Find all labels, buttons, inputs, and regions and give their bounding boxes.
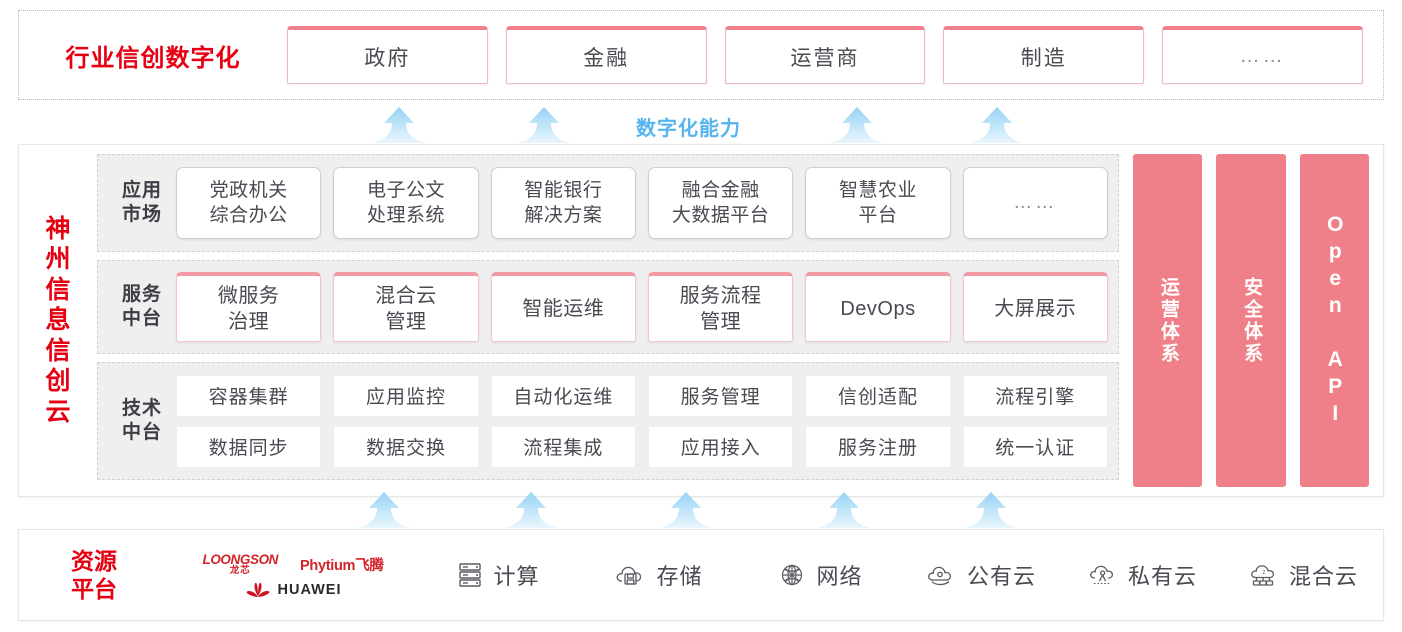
resource-arrow-row [0, 489, 1402, 529]
industry-box-more[interactable]: …… [1162, 26, 1363, 84]
resource-item-label: 私有云 [1127, 564, 1197, 589]
resource-item-label: 混合云 [1288, 564, 1358, 589]
capability-label: 数字化能力 [636, 118, 741, 140]
tech-row-2: 数据同步 数据交换 流程集成 应用接入 服务注册 统一认证 [176, 425, 1108, 468]
resource-item-label: 存储 [656, 564, 703, 589]
industry-box-list: 政府 金融 运营商 制造 …… [287, 26, 1383, 84]
resource-item-label: 网络 [816, 564, 863, 589]
app-box-smart-agriculture-platform[interactable]: 智慧农业 平台 [805, 167, 951, 239]
cloud-title-char: 州 [45, 245, 71, 274]
resource-item-private-cloud[interactable]: 私有云 [1061, 559, 1222, 591]
service-platform-items: 微服务 治理 混合云 管理 智能运维 [176, 272, 1108, 342]
tech-box-unified-auth[interactable]: 统一认证 [962, 425, 1108, 468]
tech-box-xinchuang-adaptation[interactable]: 信创适配 [805, 374, 951, 417]
up-arrow-icon [962, 491, 1020, 529]
side-panel-open-api[interactable]: Open API [1299, 154, 1369, 487]
industry-band-title: 行业信创数字化 [65, 44, 241, 72]
tech-box-service-registry[interactable]: 服务注册 [805, 425, 951, 468]
tech-box-process-integration[interactable]: 流程集成 [490, 425, 636, 468]
hybrid-cloud-icon: z [1247, 560, 1281, 590]
resource-item-network[interactable]: 网络 [739, 559, 900, 591]
tech-box-service-management[interactable]: 服务管理 [647, 374, 794, 417]
vendor-logo-row-1: LOONGSON 龙芯 Phytium飞腾 [202, 551, 384, 576]
resource-item-public-cloud[interactable]: 公有云 [900, 559, 1061, 591]
cloud-platform-card: 神 州 信 息 信 创 云 应用 市场 党政机关 [18, 144, 1384, 497]
tech-box-automated-ops[interactable]: 自动化运维 [490, 374, 636, 417]
layer-application-market: 应用 市场 党政机关 综合办公 电子公文 [97, 154, 1119, 252]
huawei-wordmark: HUAWEI [277, 581, 342, 598]
resource-item-hybrid-cloud[interactable]: z 混合云 [1222, 559, 1383, 591]
service-box-microservice-governance[interactable]: 微服务 治理 [176, 272, 322, 342]
up-arrow-icon [815, 491, 873, 529]
layer-stack: 应用 市场 党政机关 综合办公 电子公文 [97, 154, 1119, 487]
resource-platform-title: 资源 平台 [71, 547, 117, 602]
industry-box-finance[interactable]: 金融 [505, 26, 707, 84]
layer-label-application-market: 应用 市场 [121, 180, 162, 225]
resource-item-storage[interactable]: 存储 [578, 559, 739, 591]
app-box-party-gov-office[interactable]: 党政机关 综合办公 [176, 167, 322, 239]
up-arrow-icon [502, 491, 560, 529]
cloud-title-char: 信 [45, 275, 71, 304]
cloud-platform-body: 应用 市场 党政机关 综合办公 电子公文 [97, 145, 1383, 496]
layer-tech-platform: 技术 中台 容器集群 应用监控 自动化运维 服务管理 信创适配 流程引擎 [97, 362, 1119, 480]
app-box-more[interactable]: …… [962, 167, 1108, 239]
tech-box-process-engine[interactable]: 流程引擎 [962, 374, 1108, 417]
side-panel-operations-system[interactable]: 运营体系 [1133, 154, 1203, 487]
up-arrow-icon [968, 106, 1026, 144]
service-box-devops[interactable]: DevOps [805, 272, 951, 342]
private-cloud-icon [1086, 560, 1120, 590]
up-arrow-icon [355, 491, 413, 529]
huawei-flower-icon [245, 582, 271, 598]
industry-box-government[interactable]: 政府 [287, 26, 488, 84]
service-box-service-process-management[interactable]: 服务流程 管理 [647, 272, 794, 342]
loongson-logo: LOONGSON 龙芯 [202, 551, 279, 576]
service-box-hybrid-cloud-management[interactable]: 混合云 管理 [333, 272, 479, 342]
cloud-title-char: 信 [45, 336, 71, 365]
tech-box-container-cluster[interactable]: 容器集群 [176, 374, 322, 417]
industry-band: 行业信创数字化 政府 金融 运营商 制造 …… [18, 10, 1384, 100]
tech-box-app-monitoring[interactable]: 应用监控 [333, 374, 479, 417]
up-arrow-icon [657, 491, 715, 529]
resource-item-label: 计算 [493, 564, 540, 589]
up-arrow-icon [370, 106, 428, 144]
service-box-large-screen-display[interactable]: 大屏展示 [962, 272, 1108, 342]
network-icon [776, 560, 808, 590]
vendor-logo-row-2: HUAWEI [245, 582, 342, 598]
cloud-title-char: 神 [45, 214, 71, 243]
vendor-logo-group: LOONGSON 龙芯 Phytium飞腾 HUA [169, 551, 417, 598]
up-arrow-icon [515, 106, 573, 144]
cloud-title-char: 创 [45, 367, 71, 396]
up-arrow-icon [828, 106, 886, 144]
service-box-intelligent-ops[interactable]: 智能运维 [490, 272, 636, 342]
cloud-title-char: 息 [45, 306, 71, 335]
app-box-finance-bigdata-platform[interactable]: 融合金融 大数据平台 [647, 167, 794, 239]
application-market-items: 党政机关 综合办公 电子公文 处理系统 智能银行 [176, 167, 1108, 239]
industry-box-operator[interactable]: 运营商 [724, 26, 926, 84]
app-box-smart-bank-solution[interactable]: 智能银行 解决方案 [490, 167, 636, 239]
cloud-platform-title: 神 州 信 息 信 创 云 [19, 145, 97, 496]
layer-label-service-platform: 服务 中台 [121, 284, 162, 329]
layer-service-platform: 服务 中台 微服务 治理 混合云 管 [97, 260, 1119, 354]
tech-box-data-sync[interactable]: 数据同步 [176, 425, 322, 468]
tech-box-app-access[interactable]: 应用接入 [647, 425, 794, 468]
resource-item-compute[interactable]: 计算 [417, 559, 578, 591]
cloud-title-char: 云 [45, 397, 71, 426]
phytium-logo: Phytium飞腾 [300, 557, 384, 574]
side-panel-security-system[interactable]: 安全体系 [1216, 154, 1286, 487]
tech-box-data-exchange[interactable]: 数据交换 [333, 425, 479, 468]
app-box-e-document-system[interactable]: 电子公文 处理系统 [333, 167, 479, 239]
side-panel-stack: 运营体系 安全体系 Open API [1119, 154, 1373, 487]
svg-text:z: z [1262, 570, 1266, 576]
capability-arrow-row [0, 104, 1402, 144]
cloud-storage-icon [614, 560, 648, 590]
resource-platform-card: 资源 平台 LOONGSON 龙芯 Phytium飞腾 [18, 529, 1384, 621]
public-cloud-icon [925, 560, 959, 590]
tech-platform-grid: 容器集群 应用监控 自动化运维 服务管理 信创适配 流程引擎 数据同步 数据交换… [176, 374, 1108, 468]
resource-item-list: 计算 存储 [417, 559, 1383, 591]
layer-label-tech-platform: 技术 中台 [121, 398, 162, 443]
server-icon [455, 560, 485, 590]
tech-row-1: 容器集群 应用监控 自动化运维 服务管理 信创适配 流程引擎 [176, 374, 1108, 417]
resource-item-label: 公有云 [966, 564, 1036, 589]
industry-box-manufacturing[interactable]: 制造 [943, 26, 1145, 84]
